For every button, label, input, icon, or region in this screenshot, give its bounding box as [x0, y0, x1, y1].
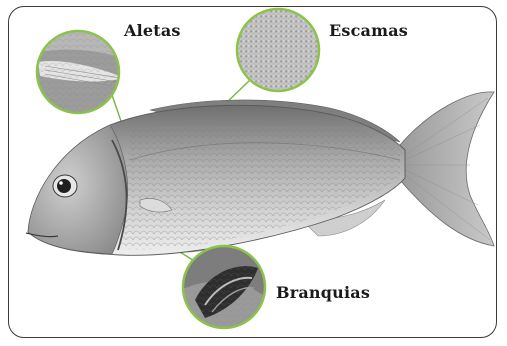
fish-head — [28, 125, 128, 254]
gills-zoom-circle — [180, 244, 270, 334]
tail-fin — [400, 92, 494, 246]
gills-label: Branquias — [276, 283, 370, 302]
scales-zoom-circle — [235, 8, 325, 98]
fins-label: Aletas — [124, 21, 181, 40]
fish-scales-texture — [120, 115, 400, 250]
scales-label: Escamas — [329, 21, 408, 40]
